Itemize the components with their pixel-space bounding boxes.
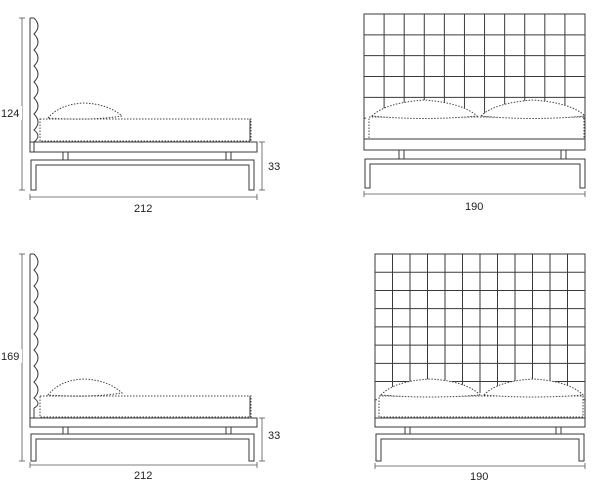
headboard-cushion-profile [33,17,39,143]
label-backdrop [0,349,22,363]
label-backdrop [0,106,22,120]
width-label: 190 [465,201,483,213]
bed-base [29,417,258,428]
pillow-outline [46,102,124,120]
height-label: 124 [1,108,19,120]
headboard-cushion-profile [33,253,39,409]
bed-frame [30,159,255,191]
length-label: 212 [134,203,152,215]
bed-base [29,141,258,153]
mattress-outline [39,395,252,418]
pillow-right [482,378,585,398]
pillow-outline [47,378,124,397]
bed-base [374,417,586,428]
mattress-outline [39,118,252,142]
side-view-low-headboard: 124 33 212 [0,17,280,215]
pillow-right [479,99,587,119]
bed-frame [30,433,255,462]
bed-frame [364,158,586,189]
bed-base [363,138,586,151]
side-view-high-headboard: 169 33 212 [0,253,280,482]
mattress-outline [368,116,585,140]
pillow-left [379,378,482,398]
width-label: 190 [470,471,488,483]
bed-height-label: 33 [268,161,280,173]
length-label: 212 [134,470,152,482]
pillow-left [370,99,479,119]
front-view-low-headboard: 190 [363,13,587,213]
bed-height-label: 33 [268,430,280,442]
front-view-high-headboard: 190 [374,253,586,483]
mattress-outline [378,395,584,418]
bed-frame [375,433,585,462]
height-label: 169 [1,351,19,363]
